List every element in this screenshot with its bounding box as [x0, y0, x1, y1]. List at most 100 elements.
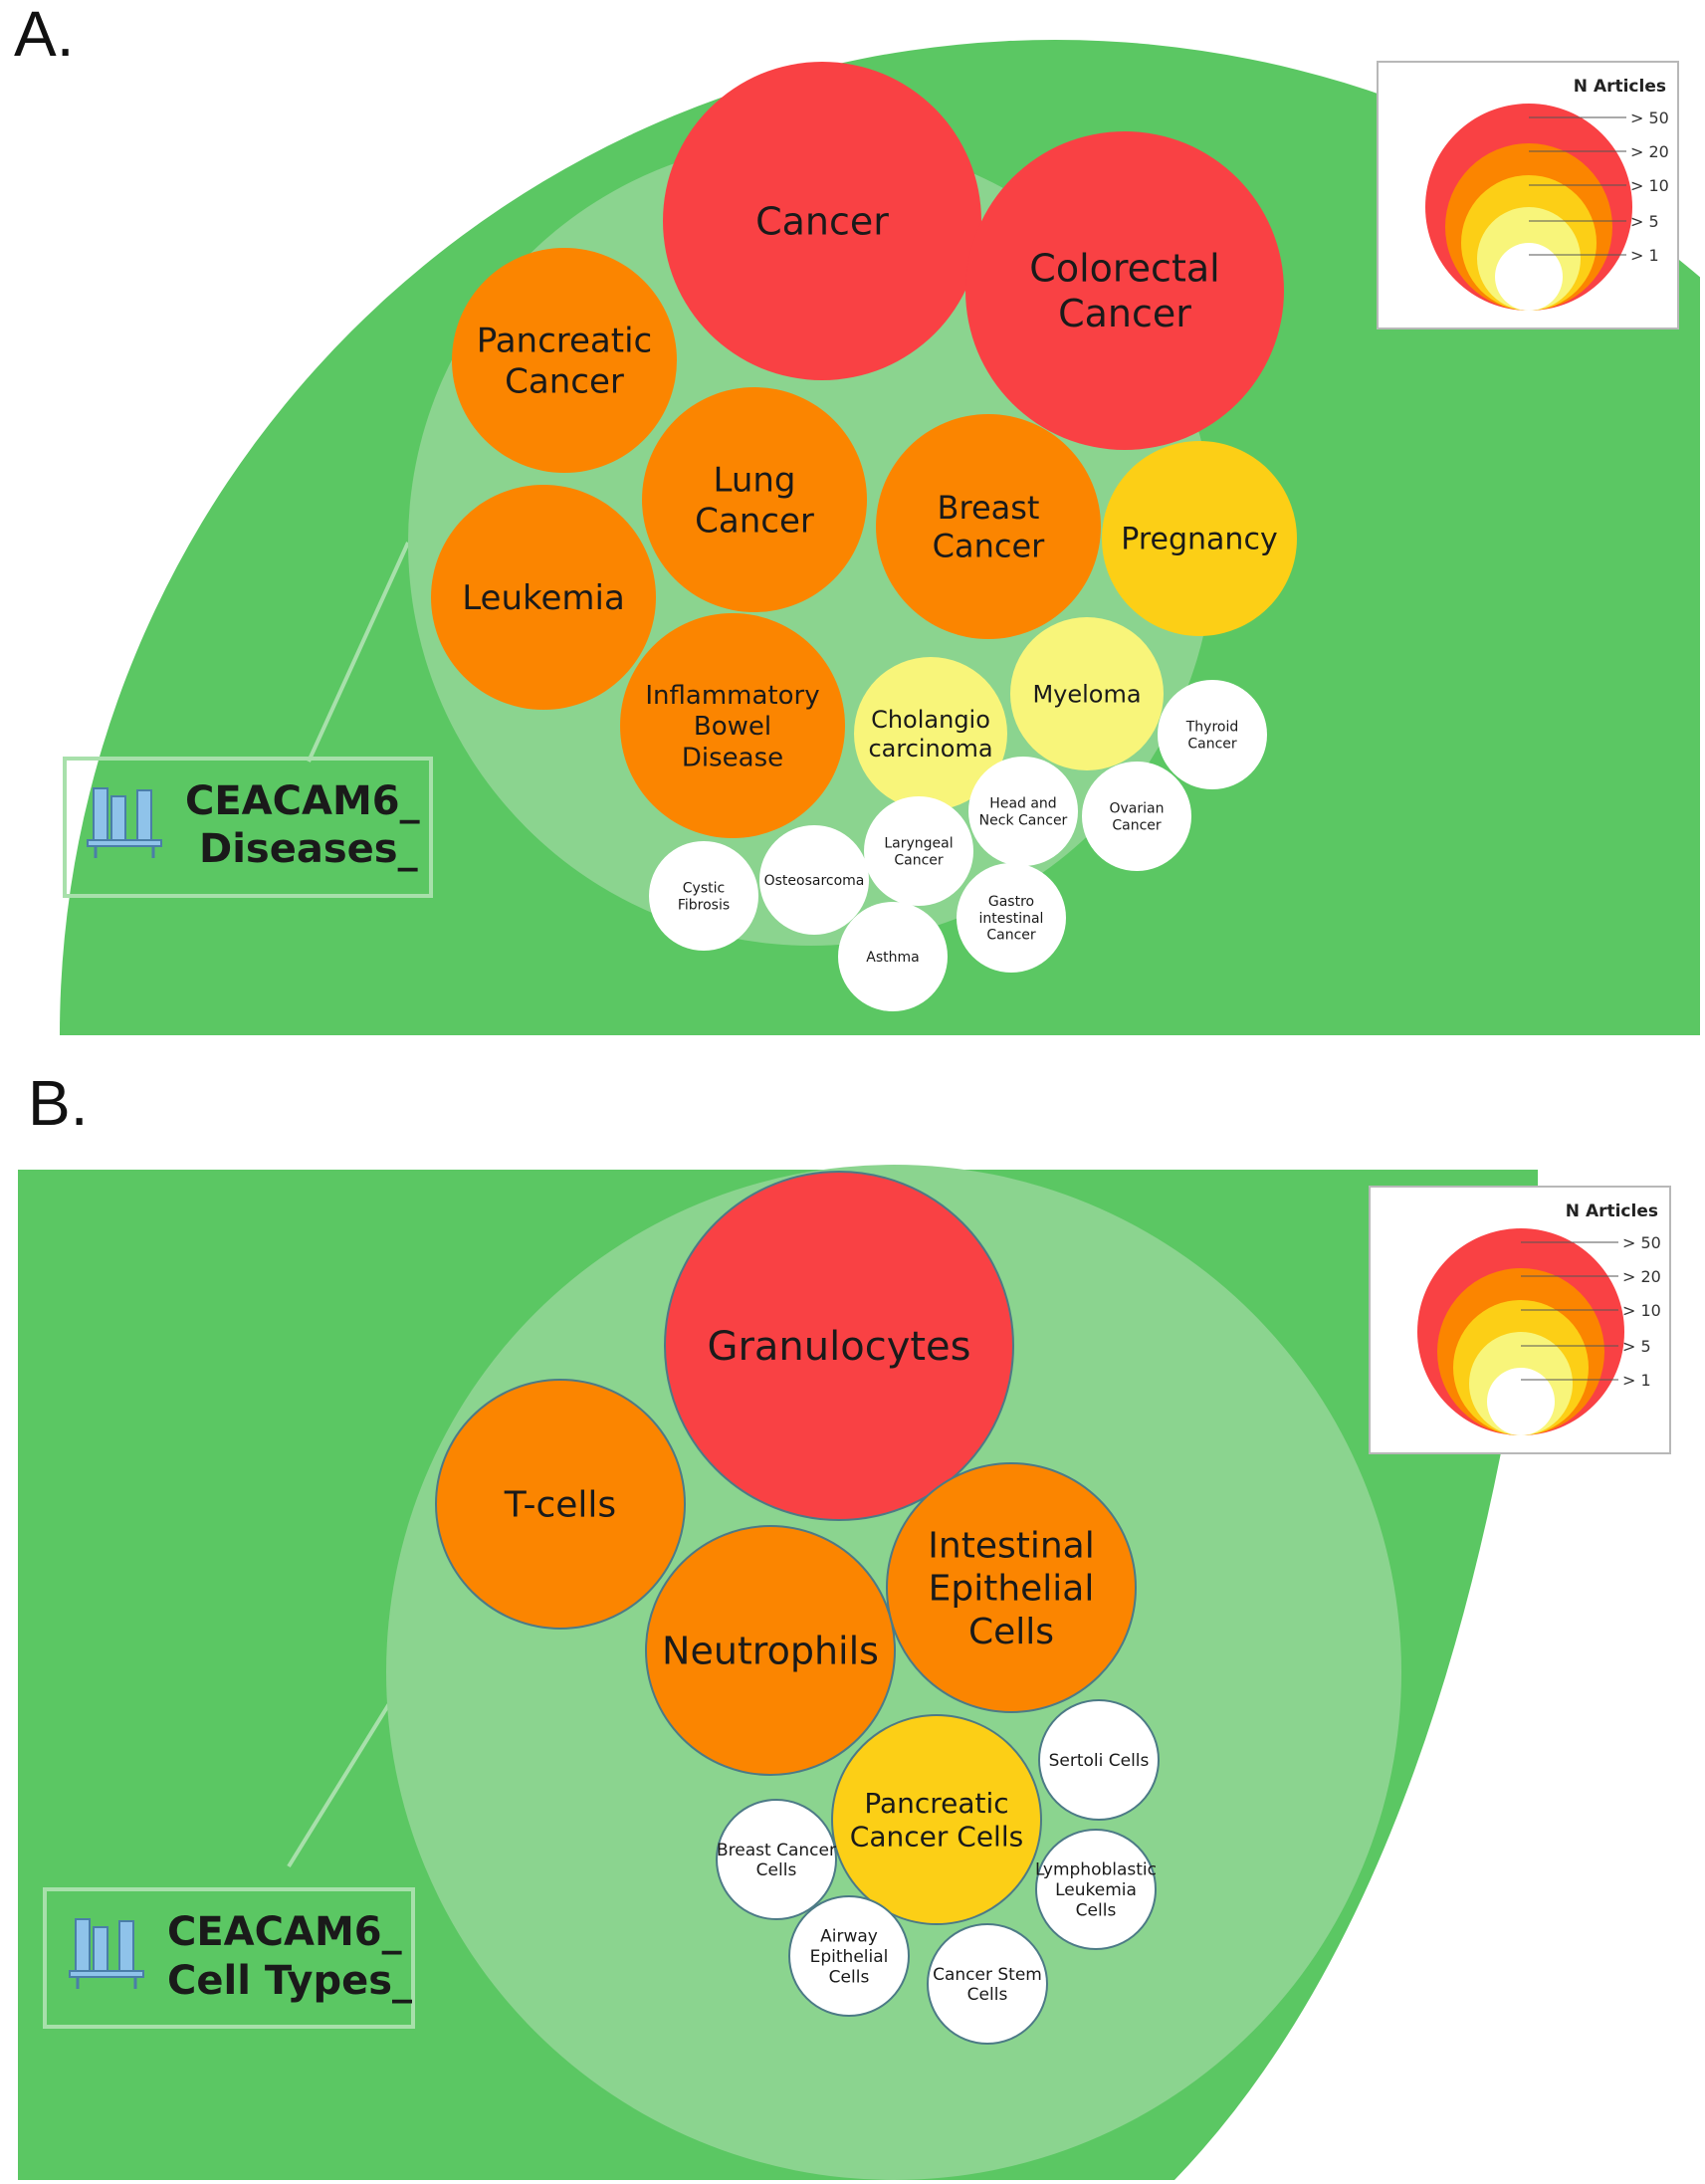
bubble-circle: [788, 1895, 910, 2017]
bubble-circle: [716, 1799, 837, 1920]
legend-tick-label: > 5: [1622, 1337, 1651, 1356]
bubble-label: Osteosarcoma: [764, 873, 865, 889]
panel-a-title-line1: CEACAM6_: [185, 778, 420, 824]
panel-b-title-line2: Cell Types_: [167, 1958, 412, 2004]
bubble-circle: [968, 757, 1078, 866]
legend-tick-label: > 50: [1622, 1233, 1661, 1252]
bubble-circle: [649, 841, 758, 951]
bubble-circle: [1010, 617, 1164, 770]
bookshelf-icon: [69, 1918, 144, 1989]
bubble-label: Myeloma: [1032, 680, 1141, 708]
bubble-label: Pregnancy: [1121, 523, 1277, 557]
bubble-circle: [854, 657, 1007, 810]
legend-title: N Articles: [1574, 77, 1666, 97]
bubble-circle: [886, 1462, 1137, 1713]
panel-b-connector-line: [287, 1700, 392, 1868]
panel-b-title-line1: CEACAM6_: [167, 1909, 402, 1955]
panel-a-legend: N Articles> 50> 20> 10> 5> 1: [1377, 61, 1679, 329]
legend-circle-1: [1495, 243, 1563, 311]
legend-circle-1: [1487, 1368, 1555, 1435]
bubble-osteosarcoma: Osteosarcoma: [759, 825, 869, 935]
panel-b-legend: N Articles> 50> 20> 10> 5> 1: [1369, 1186, 1671, 1454]
bubble-pregnancy: Pregnancy: [1102, 441, 1297, 636]
bubble-label: T-cells: [504, 1485, 616, 1526]
bubble-label: Asthma: [866, 950, 919, 966]
bubble-label: Granulocytes: [707, 1324, 970, 1370]
bubble-circle: [965, 131, 1284, 450]
legend-tick-label: > 10: [1630, 176, 1669, 195]
bubble-circle: [1158, 680, 1267, 789]
panel-a-connector-line: [307, 542, 410, 763]
bubble-circle: [864, 796, 973, 906]
bubble-label: Cancer: [755, 199, 889, 243]
bubble-circle: [927, 1923, 1048, 2045]
bubble-leukemia: Leukemia: [431, 485, 656, 710]
bubble-label: Neutrophils: [662, 1629, 879, 1672]
bubble-myeloma: Myeloma: [1010, 617, 1164, 770]
bubble-circle: [759, 825, 869, 935]
bubble-circle: [1082, 762, 1191, 871]
bubble-circle: [431, 485, 656, 710]
bubble-circle: [1038, 1699, 1160, 1821]
panel-a-letter: A.: [14, 0, 74, 70]
bubble-circle: [831, 1714, 1042, 1925]
legend-title: N Articles: [1566, 1201, 1658, 1221]
bubble-neutrophils: Neutrophils: [645, 1525, 896, 1776]
panel-b-letter: B.: [28, 1067, 88, 1139]
panel-a-title-box: CEACAM6_ Diseases_: [63, 757, 433, 898]
bubble-sertoli-cells: Sertoli Cells: [1038, 1699, 1160, 1821]
bubble-circle: [664, 1171, 1014, 1521]
bubble-circle: [452, 248, 677, 473]
bubble-circle: [620, 613, 845, 838]
bubble-circle: [876, 414, 1101, 639]
panel-b-title-box: CEACAM6_ Cell Types_: [43, 1887, 415, 2029]
bubble-circle: [435, 1379, 686, 1630]
legend-tick-label: > 10: [1622, 1301, 1661, 1320]
bubble-label: Leukemia: [462, 578, 625, 618]
bubble-cancer: Cancer: [663, 62, 981, 380]
bubble-circle: [642, 387, 867, 612]
bubble-label: Sertoli Cells: [1049, 1751, 1150, 1771]
bubble-granulocytes: Granulocytes: [664, 1171, 1014, 1521]
legend-tick-label: > 1: [1622, 1371, 1651, 1390]
legend-tick-label: > 1: [1630, 246, 1659, 265]
bubble-circle: [1035, 1829, 1157, 1950]
legend-tick-label: > 5: [1630, 212, 1659, 231]
bubble-circle: [663, 62, 981, 380]
